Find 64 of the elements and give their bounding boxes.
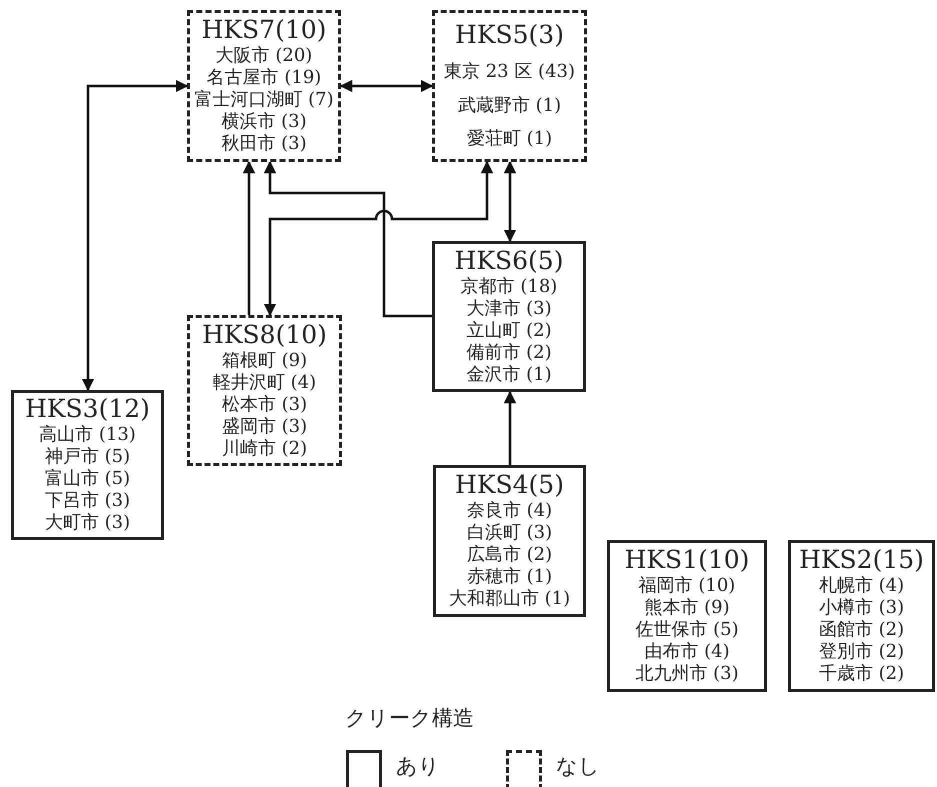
city-label: 広島市 (2)	[466, 544, 552, 566]
city-label: 赤穂市 (1)	[466, 566, 552, 588]
city-label: 登別市 (2)	[818, 641, 904, 662]
cluster-box	[187, 315, 342, 466]
city-label: 東京 23 区 (43)	[444, 61, 576, 82]
legend-label: あり	[396, 753, 440, 780]
arrow	[340, 80, 434, 92]
city-label: 富山市 (5)	[44, 468, 130, 489]
city-label: 大和郡山市 (1)	[448, 588, 570, 610]
cluster-heading: HKS8(10)	[202, 320, 327, 348]
city-label: 備前市 (2)	[466, 342, 552, 362]
arrow	[504, 390, 516, 465]
city-label: 立山町 (2)	[466, 320, 552, 340]
arrow	[242, 160, 256, 315]
arrow	[504, 160, 516, 242]
city-label: 福岡市 (10)	[638, 574, 736, 596]
cluster-heading: HKS3(12)	[25, 395, 150, 424]
city-label: 横浜市 (3)	[221, 111, 307, 132]
city-label: 奈良市 (4)	[466, 500, 552, 521]
cluster-heading: HKS6(5)	[454, 246, 564, 274]
cluster-heading: HKS1(10)	[624, 546, 750, 574]
cluster-box	[432, 10, 587, 162]
city-label: 小樽市 (3)	[818, 596, 904, 618]
city-label: 金沢市 (1)	[466, 364, 552, 384]
arrow	[264, 160, 432, 318]
city-label: 札幌市 (4)	[818, 574, 904, 596]
city-label: 北九州市 (3)	[635, 663, 739, 684]
cluster-heading: HKS7(10)	[202, 16, 326, 44]
cluster-heading: HKS5(3)	[455, 21, 564, 50]
city-label: 熊本市 (9)	[644, 596, 730, 618]
city-label: 京都市 (18)	[460, 276, 558, 296]
city-label: 松本市 (3)	[222, 394, 308, 414]
city-label: 千歳市 (2)	[818, 663, 904, 684]
cluster-box	[607, 540, 767, 692]
city-label: 秋田市 (3)	[221, 133, 307, 154]
city-label: 函館市 (2)	[818, 619, 904, 640]
city-label: 富士河口湖町 (7)	[194, 89, 334, 110]
cluster-box	[11, 390, 164, 540]
legend-title: クリーク構造	[345, 705, 474, 732]
city-label: 高山市 (13)	[39, 424, 136, 446]
cluster-heading: HKS2(15)	[799, 546, 924, 574]
arrow	[264, 160, 494, 316]
city-label: 大津市 (3)	[466, 298, 552, 318]
city-label: 佐世保市 (5)	[635, 619, 739, 640]
cluster-box	[187, 10, 341, 162]
city-label: 大町市 (3)	[44, 512, 130, 533]
city-label: 川崎市 (2)	[222, 438, 308, 458]
city-label: 愛荘町 (1)	[466, 128, 552, 149]
cluster-box	[788, 540, 935, 692]
city-label: 由布市 (4)	[644, 641, 730, 662]
cluster-box	[432, 241, 586, 392]
city-label: 神戸市 (5)	[44, 446, 130, 468]
city-label: 下呂市 (3)	[44, 490, 130, 511]
cluster-heading: HKS4(5)	[455, 470, 564, 499]
city-label: 箱根町 (9)	[222, 350, 308, 370]
city-label: 盛岡市 (3)	[222, 416, 308, 436]
city-label: 軽井沢町 (4)	[212, 372, 316, 392]
city-label: 名古屋市 (19)	[206, 66, 322, 88]
city-label: 大阪市 (20)	[216, 44, 312, 66]
cluster-box	[433, 465, 586, 617]
arrow	[82, 80, 188, 392]
city-label: 武蔵野市 (1)	[458, 94, 562, 116]
legend-label: なし	[556, 753, 600, 780]
city-label: 白浜町 (3)	[466, 522, 552, 543]
